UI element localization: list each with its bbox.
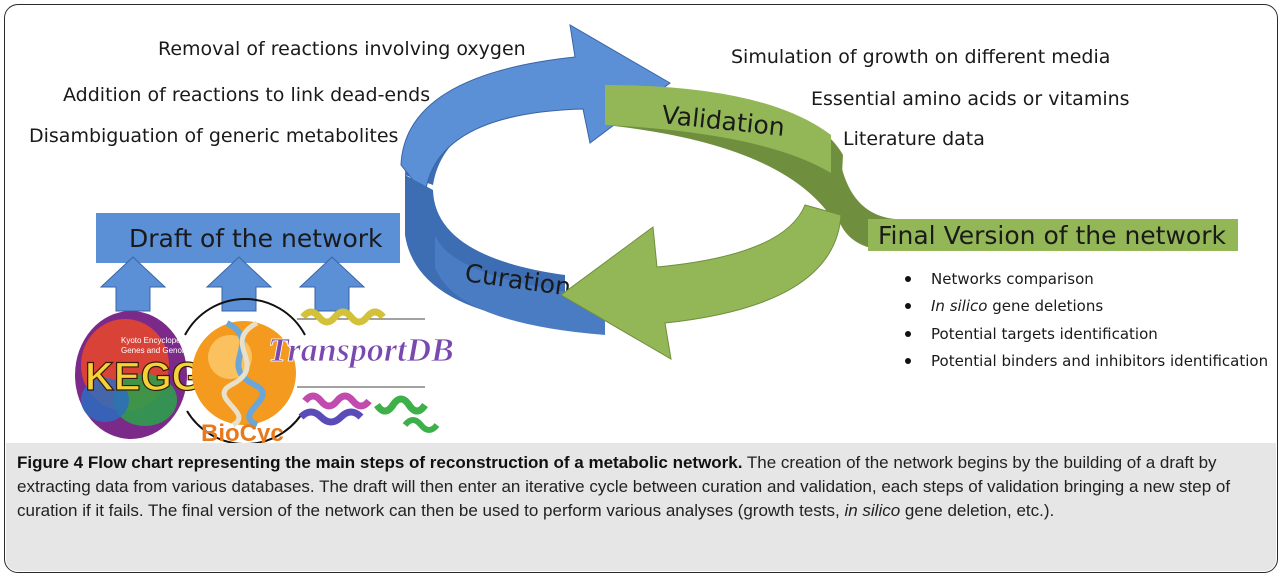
biocyc-logo: BioCyc bbox=[184, 298, 306, 445]
final-band bbox=[868, 219, 1238, 251]
caption-body-1: The creation of the network begins by th… bbox=[17, 453, 1231, 520]
diagram-canvas: Removal of reactions involving oxygen Ad… bbox=[29, 24, 1268, 445]
biocyc-logo-text: BioCyc bbox=[201, 420, 284, 445]
transportdb-logo-text: TransportDB bbox=[268, 332, 454, 369]
caption-body-italic: in silico bbox=[844, 501, 901, 520]
kegg-logo: KEGG Kyoto Encyclopedia Genes and Genom bbox=[75, 311, 203, 439]
kegg-logo-text: KEGG bbox=[85, 355, 203, 399]
bullet-in-silico-rest: gene deletions bbox=[987, 297, 1103, 315]
blue-arrow-top bbox=[400, 24, 671, 197]
bullet-dot bbox=[905, 276, 911, 282]
final-bullet-list: Networks comparison In silico gene delet… bbox=[905, 270, 1268, 370]
note-literature: Literature data bbox=[843, 128, 985, 150]
blue-arc-band bbox=[435, 235, 605, 335]
draft-label: Draft of the network bbox=[129, 224, 383, 253]
draft-band bbox=[96, 213, 400, 263]
final-label: Final Version of the network bbox=[878, 221, 1227, 250]
kegg-up-arrow bbox=[99, 256, 167, 312]
bullet-binders-inhibitors: Potential binders and inhibitors identif… bbox=[931, 352, 1268, 370]
bullet-dot bbox=[905, 303, 911, 309]
green-arrow-bottom bbox=[560, 204, 842, 360]
bullet-dot bbox=[905, 331, 911, 337]
note-simulation-media: Simulation of growth on different media bbox=[731, 46, 1110, 68]
bullet-in-silico-deletions: In silico gene deletions bbox=[931, 297, 1103, 315]
bullet-networks-comparison: Networks comparison bbox=[931, 270, 1094, 288]
figure-frame: Removal of reactions involving oxygen Ad… bbox=[4, 4, 1278, 573]
bullet-dot bbox=[905, 358, 911, 364]
bullet-targets-identification: Potential targets identification bbox=[931, 325, 1158, 343]
note-remove-oxygen: Removal of reactions involving oxygen bbox=[158, 38, 526, 60]
note-link-dead-ends: Addition of reactions to link dead-ends bbox=[63, 84, 430, 106]
bullet-in-silico-italic: In silico bbox=[931, 297, 987, 315]
transportdb-up-arrow bbox=[298, 256, 366, 312]
caption-background bbox=[6, 443, 1276, 571]
note-amino-acids: Essential amino acids or vitamins bbox=[811, 88, 1130, 110]
caption-title: Figure 4 Flow chart representing the mai… bbox=[17, 453, 743, 472]
note-disambiguation: Disambiguation of generic metabolites bbox=[29, 125, 398, 147]
caption-body-2: gene deletion, etc.). bbox=[900, 501, 1055, 520]
green-arc-top bbox=[605, 85, 831, 173]
kegg-logo-small-top: Kyoto Encyclopedia bbox=[121, 336, 192, 345]
biocyc-up-arrow bbox=[205, 256, 273, 312]
kegg-logo-small-bottom: Genes and Genom bbox=[121, 346, 189, 355]
transportdb-logo: TransportDB bbox=[268, 308, 454, 433]
figure-caption: Figure 4 Flow chart representing the mai… bbox=[17, 451, 1267, 523]
